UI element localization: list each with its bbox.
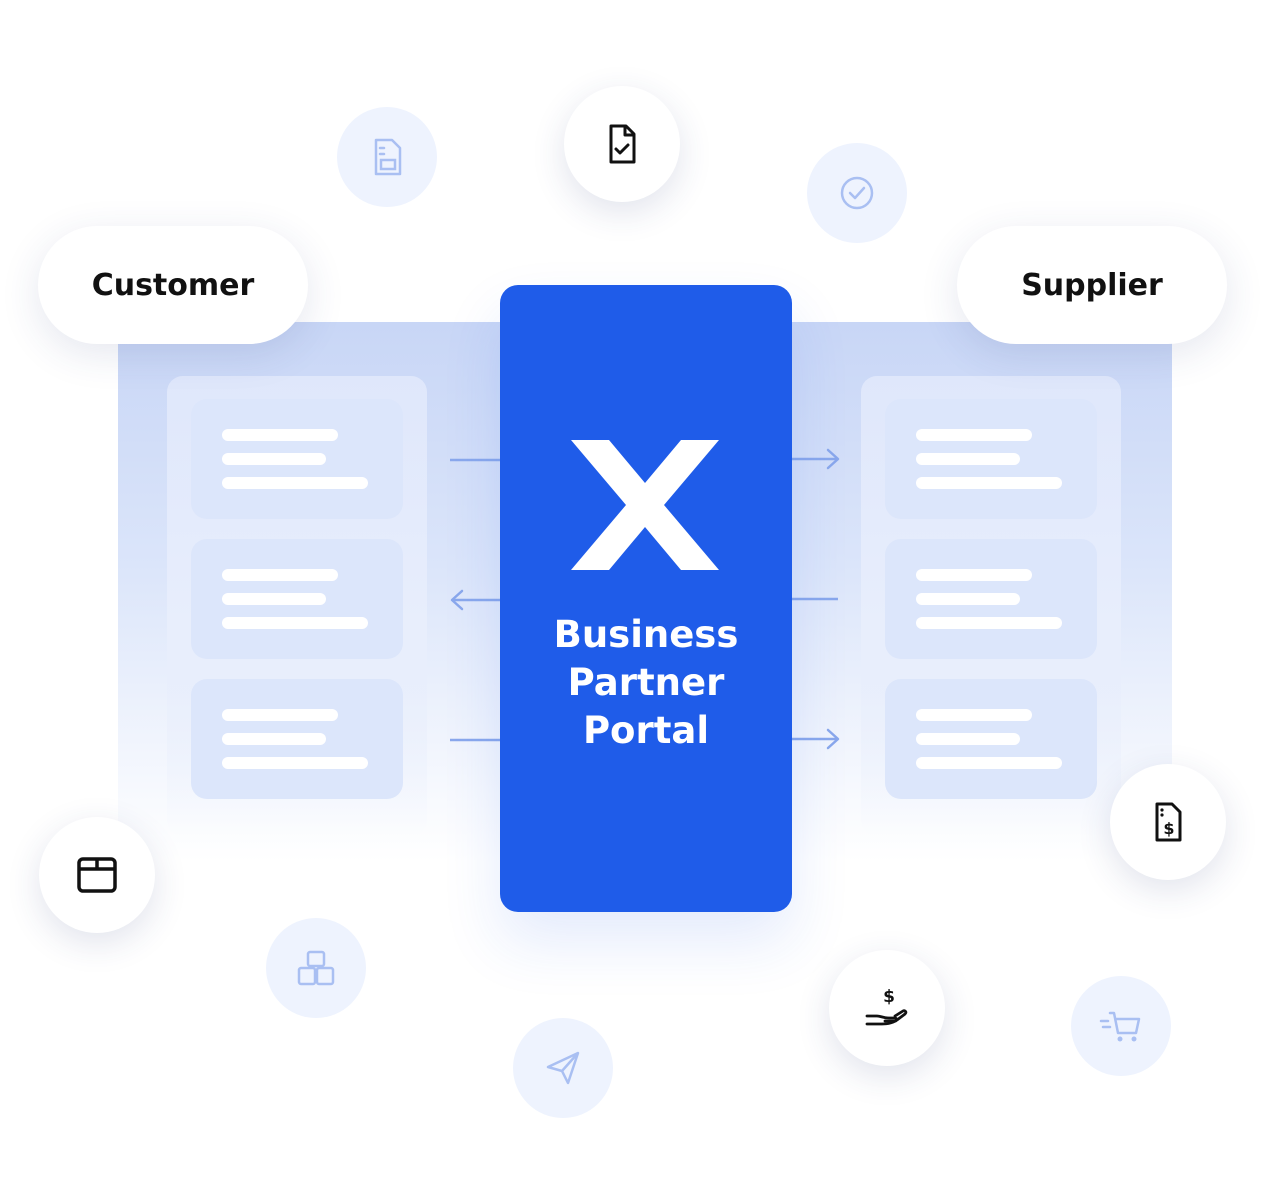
send-bubble	[513, 1018, 613, 1118]
arrow-left-icon	[450, 589, 500, 611]
connector-line	[450, 458, 500, 462]
text-line	[222, 593, 326, 605]
text-line	[916, 453, 1020, 465]
hand-money-bubble: $	[829, 950, 945, 1066]
arrow-right-icon	[792, 728, 840, 750]
supplier-card	[885, 679, 1097, 799]
customer-label: Customer	[91, 267, 255, 303]
text-line	[222, 569, 338, 581]
hand-money-icon: $	[865, 987, 908, 1026]
send-icon	[546, 1051, 580, 1085]
text-line	[916, 757, 1062, 769]
text-line	[222, 617, 368, 629]
supplier-label: Supplier	[1021, 267, 1163, 303]
text-line	[916, 617, 1062, 629]
text-line	[916, 429, 1032, 441]
package-icon	[77, 857, 117, 893]
supplier-column	[861, 376, 1121, 836]
document-check-bubble	[564, 86, 680, 202]
supplier-pill: Supplier	[957, 226, 1227, 344]
supplier-card	[885, 539, 1097, 659]
portal-title-line: Business	[553, 613, 739, 656]
invoice-dollar-icon: $	[1155, 802, 1182, 842]
customer-card	[191, 399, 403, 519]
form-document-icon	[374, 138, 402, 176]
cart-bubble	[1071, 976, 1171, 1076]
cart-icon	[1099, 1011, 1141, 1042]
text-line	[222, 709, 338, 721]
text-line	[222, 757, 368, 769]
text-line	[916, 477, 1062, 489]
connector-line	[792, 597, 838, 601]
connector-line	[450, 738, 500, 742]
text-line	[222, 477, 368, 489]
document-check-icon	[609, 124, 636, 164]
business-partner-portal-panel: Business Partner Portal	[500, 285, 792, 912]
customer-card	[191, 679, 403, 799]
boxes-icon	[297, 950, 335, 986]
arrow-right-icon	[792, 448, 840, 470]
text-line	[222, 733, 326, 745]
invoice-dollar-bubble: $	[1110, 764, 1226, 880]
text-line	[916, 569, 1032, 581]
portal-title: Business Partner Portal	[500, 611, 792, 755]
text-line	[916, 709, 1032, 721]
customer-column	[167, 376, 427, 836]
check-circle-icon	[840, 176, 874, 210]
svg-text:$: $	[883, 987, 895, 1007]
portal-title-line: Partner	[567, 661, 725, 704]
customer-card	[191, 539, 403, 659]
svg-text:$: $	[1163, 819, 1174, 838]
customer-pill: Customer	[38, 226, 308, 344]
form-document-bubble	[337, 107, 437, 207]
text-line	[222, 453, 326, 465]
text-line	[916, 733, 1020, 745]
supplier-card	[885, 399, 1097, 519]
text-line	[916, 593, 1020, 605]
x-logo-icon	[571, 440, 719, 570]
boxes-bubble	[266, 918, 366, 1018]
text-line	[222, 429, 338, 441]
portal-title-line: Portal	[582, 709, 710, 752]
package-bubble	[39, 817, 155, 933]
check-circle-bubble	[807, 143, 907, 243]
